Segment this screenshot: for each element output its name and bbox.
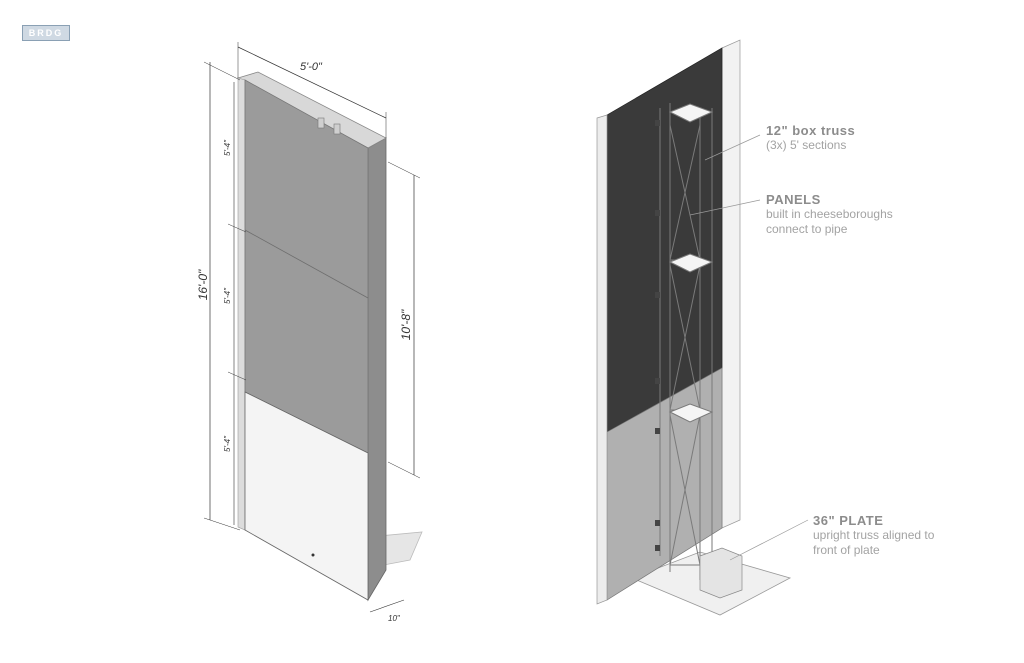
right-truss-drawing bbox=[596, 39, 809, 616]
top-clamp-1 bbox=[317, 117, 325, 129]
callout-plate-title: 36" PLATE bbox=[813, 513, 884, 528]
front-face-lower bbox=[244, 391, 369, 601]
callout-panels-sub1: built in cheeseboroughs bbox=[766, 207, 893, 221]
cheeseborough-clamps bbox=[655, 120, 660, 551]
back-wall-edge bbox=[721, 39, 741, 529]
back-wall-left-return bbox=[596, 114, 608, 605]
leader-plate bbox=[729, 519, 809, 561]
callout-plate-sub1: upright truss aligned to bbox=[813, 528, 935, 542]
dim-panel-height-label: 10'-8" bbox=[399, 309, 413, 340]
callout-truss: 12" box truss (3x) 5' sections bbox=[766, 123, 855, 153]
dim-depth-label: 10" bbox=[388, 614, 401, 623]
plate-box bbox=[699, 547, 743, 599]
dim-middle-label: 5'-4" bbox=[223, 287, 232, 304]
back-wall-dark bbox=[606, 47, 723, 433]
wall-side-face bbox=[367, 137, 387, 602]
top-clamp-2 bbox=[333, 123, 341, 135]
dim-total-height-label: 16'-0" bbox=[196, 269, 210, 300]
dim-line-width bbox=[237, 46, 387, 119]
wall-left-return bbox=[237, 77, 246, 531]
dim-upper-label: 5'-4" bbox=[223, 139, 232, 156]
dim-lower-label: 5'-4" bbox=[223, 435, 232, 452]
callout-panels: PANELS built in cheeseboroughs connect t… bbox=[766, 192, 893, 237]
callout-plate-sub2: front of plate bbox=[813, 543, 880, 557]
panel-seam bbox=[244, 229, 369, 299]
box-truss bbox=[659, 103, 714, 580]
leader-panels bbox=[689, 199, 761, 216]
dim-width-label: 5'-0" bbox=[300, 61, 323, 73]
callout-panels-title: PANELS bbox=[766, 192, 821, 207]
leader-truss bbox=[704, 134, 761, 161]
callout-truss-title: 12" box truss bbox=[766, 123, 856, 138]
dim-line-depth bbox=[369, 599, 405, 613]
brdg-logo: BRDG bbox=[22, 25, 70, 41]
callout-panels-sub2: connect to pipe bbox=[766, 222, 848, 236]
callout-truss-sub: (3x) 5' sections bbox=[766, 138, 847, 152]
callout-plate: 36" PLATE upright truss aligned to front… bbox=[813, 513, 934, 558]
left-wall-drawing: 5'-0" 16'-0" 5'-4" 5'-4" 5'-4" 10'-8" 10… bbox=[196, 42, 423, 623]
outlet-dot bbox=[311, 553, 315, 557]
